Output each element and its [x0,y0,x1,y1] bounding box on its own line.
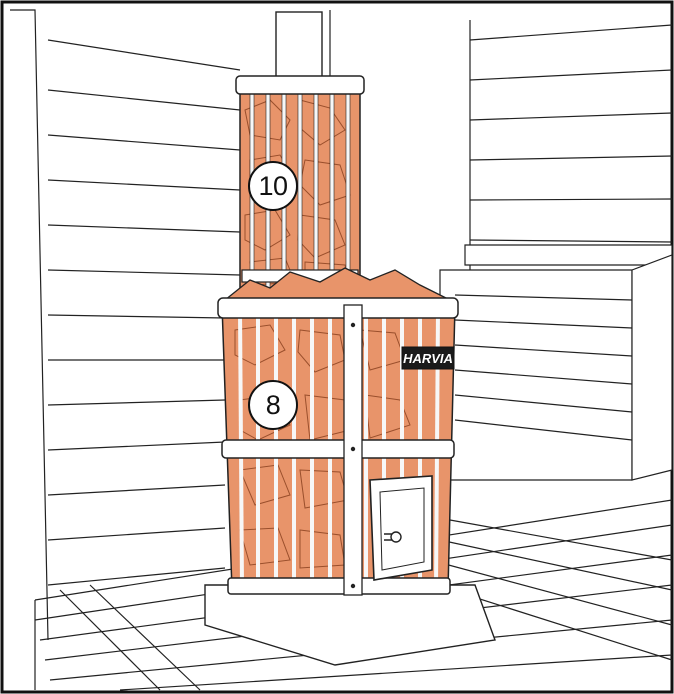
brand-plate: HARVIA [402,347,454,369]
brand-plate-text: HARVIA [403,351,453,366]
chimney-pipe [276,12,322,82]
bench [440,245,672,480]
stove-door [370,476,432,580]
callout-top: 10 [248,161,298,211]
callout-middle: 8 [248,380,298,430]
door-knob-icon [391,532,401,542]
